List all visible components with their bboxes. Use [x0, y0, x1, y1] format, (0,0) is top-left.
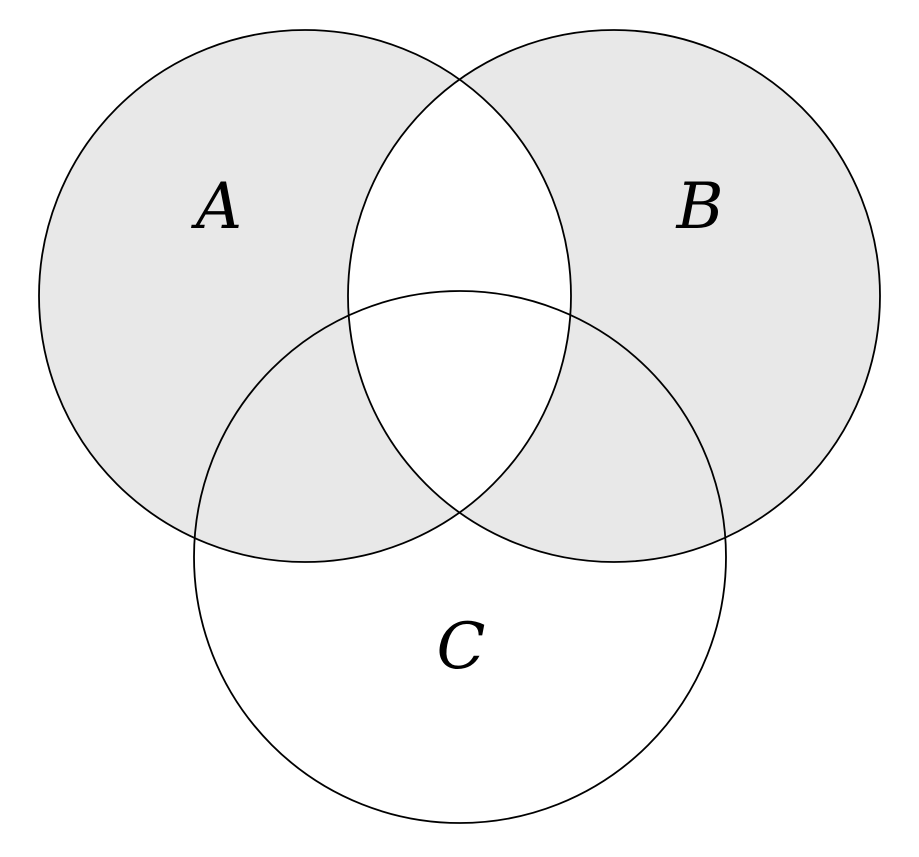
shaded-region-a-xor-b: [39, 30, 880, 562]
circle-a-outline: [38, 29, 572, 563]
circle-b-outline: [347, 29, 881, 563]
set-label-c: C: [437, 610, 486, 684]
set-label-b: B: [675, 170, 723, 244]
set-label-a: A: [191, 170, 242, 244]
circle-c-outline: [193, 290, 727, 824]
